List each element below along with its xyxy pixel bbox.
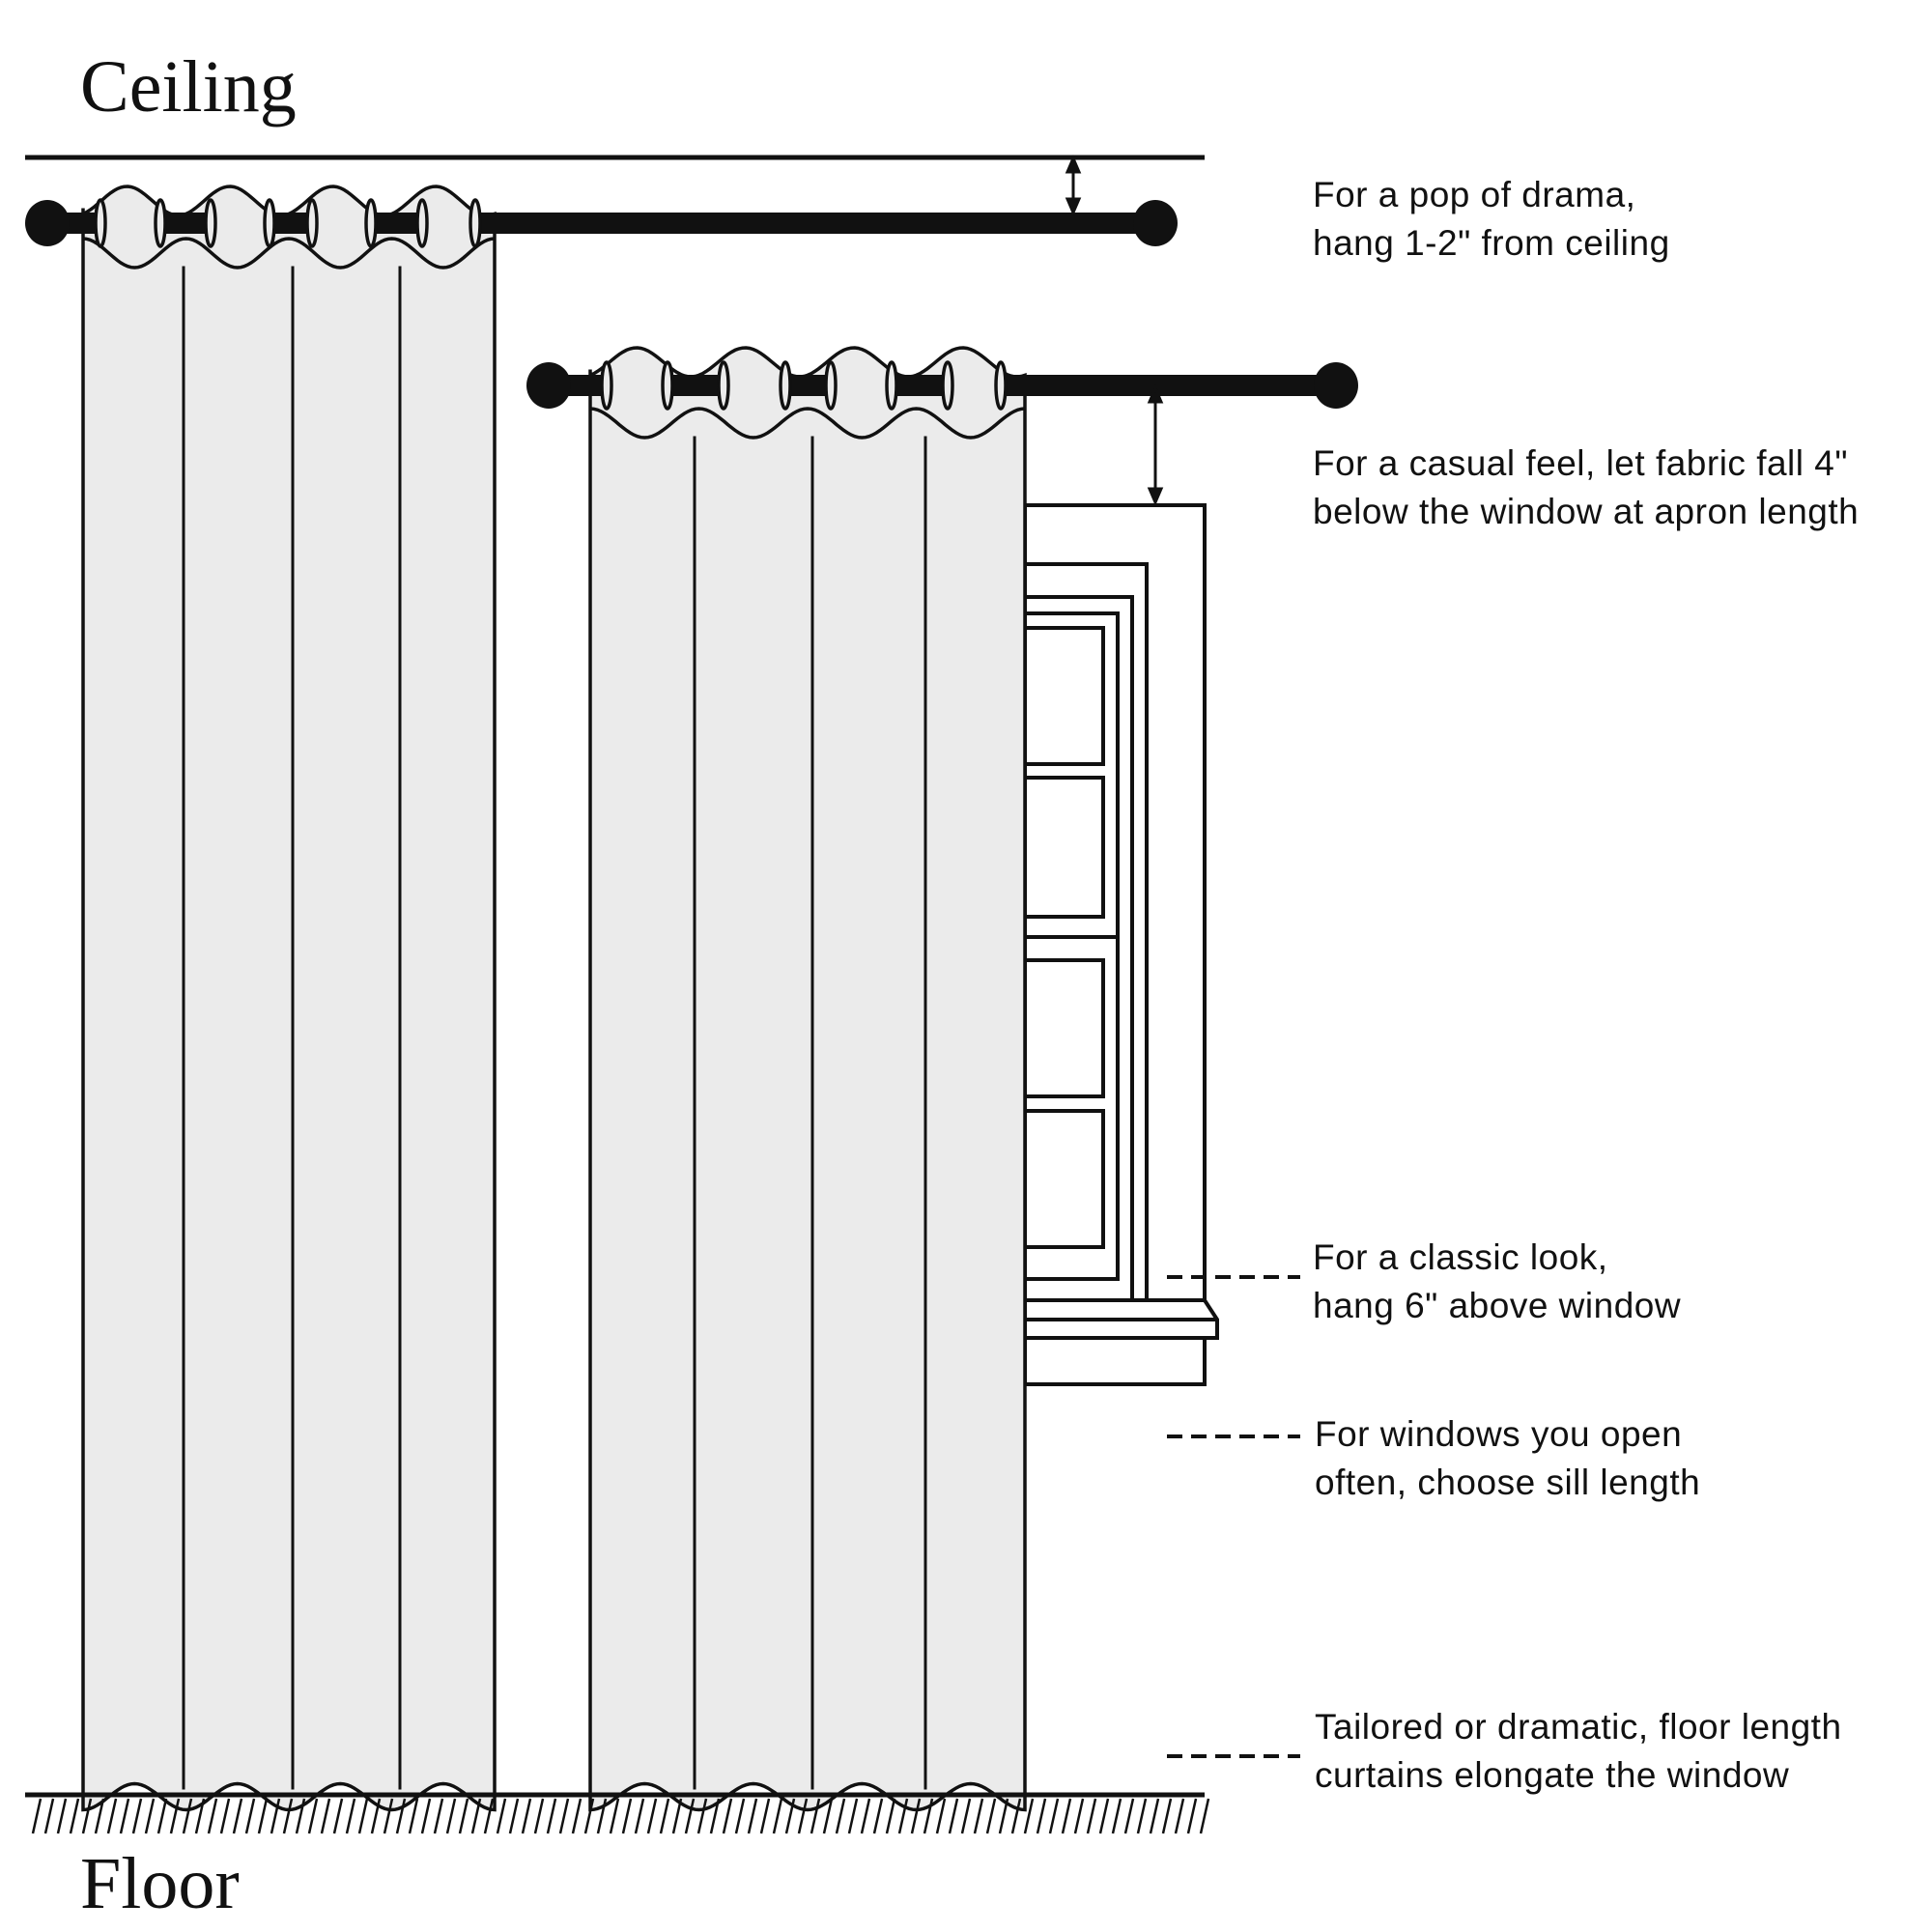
- grommet-ring: [415, 198, 429, 248]
- annotation-line: For a pop of drama,: [1313, 175, 1635, 214]
- grommet-ring: [364, 198, 378, 248]
- rod-finial: [1314, 362, 1358, 409]
- grommet-ring: [779, 360, 792, 411]
- annotation-line: often, choose sill length: [1315, 1463, 1700, 1502]
- annotation-line: For a casual feel, let fabric fall 4": [1313, 443, 1848, 483]
- ceiling-gap-arrow: [1065, 155, 1082, 216]
- annotation-line: For a classic look,: [1313, 1237, 1608, 1277]
- ceiling-curtain-rod: [25, 198, 1178, 248]
- grommet-ring: [824, 360, 838, 411]
- curtain-panel: [81, 185, 497, 1812]
- annotation-casual: For a casual feel, let fabric fall 4" be…: [1313, 443, 1859, 531]
- rod-finial: [25, 200, 70, 246]
- floor-hatching: [31, 1798, 1210, 1834]
- grommet-ring: [305, 198, 319, 248]
- grommet-ring: [885, 360, 898, 411]
- grommet-ring: [154, 198, 167, 248]
- grommet-ring: [469, 198, 482, 248]
- annotation-line: curtains elongate the window: [1315, 1755, 1789, 1795]
- grommet-ring: [600, 360, 613, 411]
- apron-gap-arrow: [1147, 384, 1164, 506]
- annotation-line: hang 6" above window: [1313, 1286, 1681, 1325]
- annotation-drama: For a pop of drama, hang 1-2" from ceili…: [1313, 175, 1670, 263]
- window-curtain-rod: [526, 360, 1358, 411]
- grommet-ring: [941, 360, 954, 411]
- ceiling-label: Ceiling: [80, 46, 297, 128]
- annotation-line: Tailored or dramatic, floor length: [1315, 1707, 1842, 1747]
- annotation-sill: For windows you open often, choose sill …: [1315, 1414, 1700, 1502]
- apron-length-curtain: [588, 346, 1027, 1812]
- grommet-ring: [204, 198, 217, 248]
- header-wave: [589, 407, 1026, 440]
- annotation-line: hang 1-2" from ceiling: [1313, 223, 1670, 263]
- annotation-floor: Tailored or dramatic, floor length curta…: [1315, 1707, 1842, 1795]
- annotation-classic: For a classic look, hang 6" above window: [1313, 1237, 1681, 1325]
- window: [1003, 503, 1219, 1386]
- curtain-panel: [588, 346, 1027, 1812]
- annotation-line: For windows you open: [1315, 1414, 1682, 1454]
- grommet-ring: [717, 360, 730, 411]
- floor-length-curtain: [81, 185, 497, 1812]
- rod-finial: [1133, 200, 1178, 246]
- grommet-ring: [94, 198, 107, 248]
- floor-label: Floor: [80, 1843, 240, 1924]
- annotation-line: below the window at apron length: [1313, 492, 1859, 531]
- rod-finial: [526, 362, 571, 409]
- header-wave: [82, 237, 496, 270]
- grommet-ring: [994, 360, 1008, 411]
- grommet-ring: [263, 198, 276, 248]
- grommet-ring: [661, 360, 674, 411]
